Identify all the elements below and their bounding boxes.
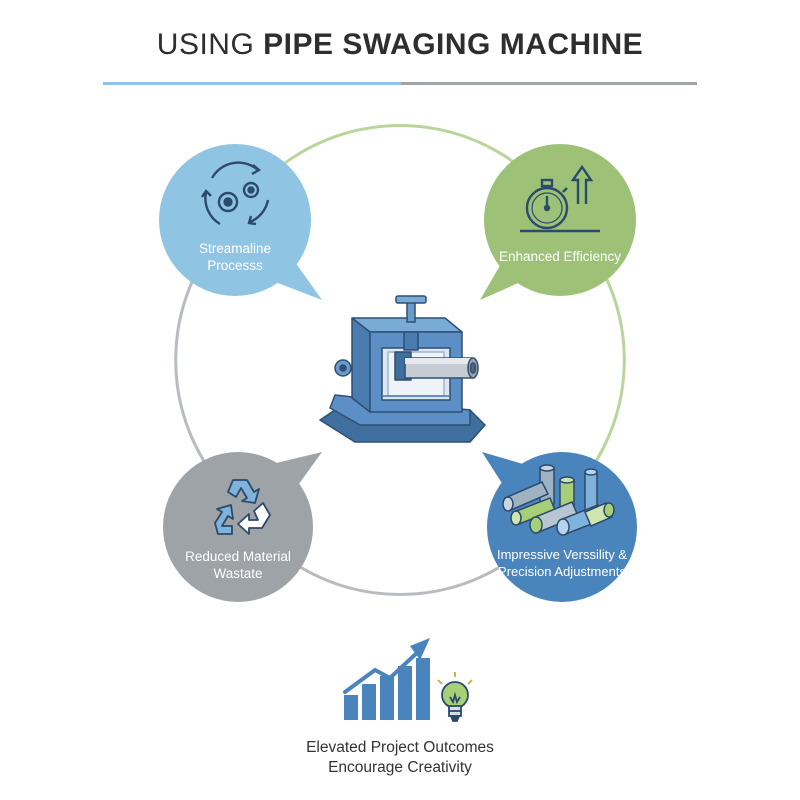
bubble-efficiency	[480, 144, 636, 300]
footer-line1: Elevated Project Outcomes	[306, 739, 494, 756]
label-efficiency: Enhanced Efficiency	[490, 248, 630, 265]
footer-caption: Elevated Project Outcomes Encourage Crea…	[0, 738, 800, 778]
pipes-icon	[502, 464, 615, 536]
title-divider-right	[401, 82, 697, 85]
pipe-swaging-machine-icon	[319, 295, 486, 443]
label-streamline-line1: Streamaline	[198, 241, 272, 256]
label-versatility-line1: Impressive Verssility &	[496, 547, 628, 562]
footer-line2: Encourage Creativity	[328, 759, 472, 776]
label-waste-line2: Wastate	[213, 566, 263, 581]
recycle-icon	[214, 479, 271, 535]
bar-chart-growth-icon	[343, 638, 430, 720]
page-title: USING PIPE SWAGING MACHINE	[0, 28, 800, 62]
stopwatch-arrow-icon	[520, 164, 600, 233]
label-efficiency-line1: Enhanced Efficiency	[498, 249, 622, 264]
title-prefix: USING	[156, 28, 264, 61]
label-versatility-line2: Precision Adjustments	[498, 564, 626, 579]
label-streamline: Streamaline Processs	[175, 240, 295, 274]
label-streamline-line2: Processs	[207, 258, 263, 273]
label-waste: Reduced Material Wastate	[170, 548, 306, 582]
title-main: PIPE SWAGING MACHINE	[263, 28, 644, 61]
bubble-waste	[163, 452, 322, 602]
lightbulb-icon	[437, 672, 473, 722]
bubble-streamline	[159, 144, 322, 300]
label-waste-line1: Reduced Material	[185, 549, 291, 564]
gears-cycle-icon	[201, 161, 270, 226]
title-divider-left	[103, 82, 401, 85]
label-versatility: Impressive Verssility & Precision Adjust…	[490, 546, 634, 580]
